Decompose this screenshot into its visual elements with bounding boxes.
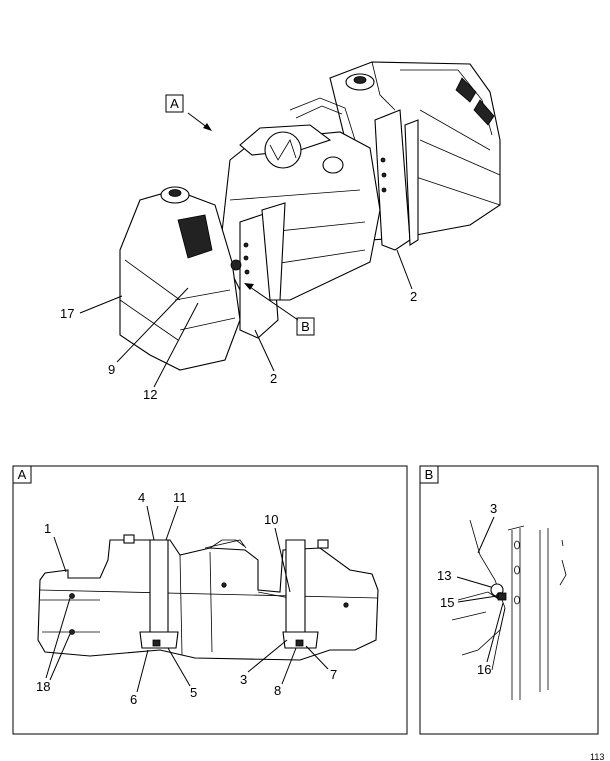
callout-5: 5	[190, 685, 197, 700]
callout-b-3: 3	[490, 501, 497, 516]
callout-4: 4	[138, 490, 145, 505]
callout-1: 1	[44, 521, 51, 536]
callout-6: 6	[130, 692, 137, 707]
view-a-reference: A	[165, 94, 212, 131]
callout-8: 8	[274, 683, 281, 698]
detail-b-label: B	[425, 467, 434, 482]
detail-a-label: A	[18, 467, 27, 482]
detail-view-a: A	[12, 465, 408, 735]
fuel-tank-assembly-illustration	[119, 61, 501, 371]
callout-2-front: 2	[270, 371, 277, 386]
callout-10: 10	[264, 512, 278, 527]
view-a-label: A	[170, 96, 179, 111]
callout-9: 9	[108, 362, 115, 377]
callout-3: 3	[240, 672, 247, 687]
view-b-label: B	[301, 319, 310, 334]
callout-13: 13	[437, 568, 451, 583]
detail-b-callouts: 3 13 15 16	[437, 501, 504, 677]
view-b-reference: B	[244, 283, 315, 336]
callout-11: 11	[173, 490, 187, 505]
callout-15: 15	[440, 595, 454, 610]
detail-view-b: B	[419, 465, 599, 735]
callout-2-rear: 2	[410, 289, 417, 304]
main-callouts: 17 9 12 2 2	[60, 249, 417, 402]
callout-18: 18	[36, 679, 50, 694]
callout-7: 7	[330, 667, 337, 682]
callout-16: 16	[477, 662, 491, 677]
callout-12: 12	[143, 387, 157, 402]
callout-17: 17	[60, 306, 74, 321]
illustration-code: 113	[590, 752, 604, 761]
detail-a-callouts: 1 4 11 10 18 6 5 3 8 7	[36, 490, 337, 707]
